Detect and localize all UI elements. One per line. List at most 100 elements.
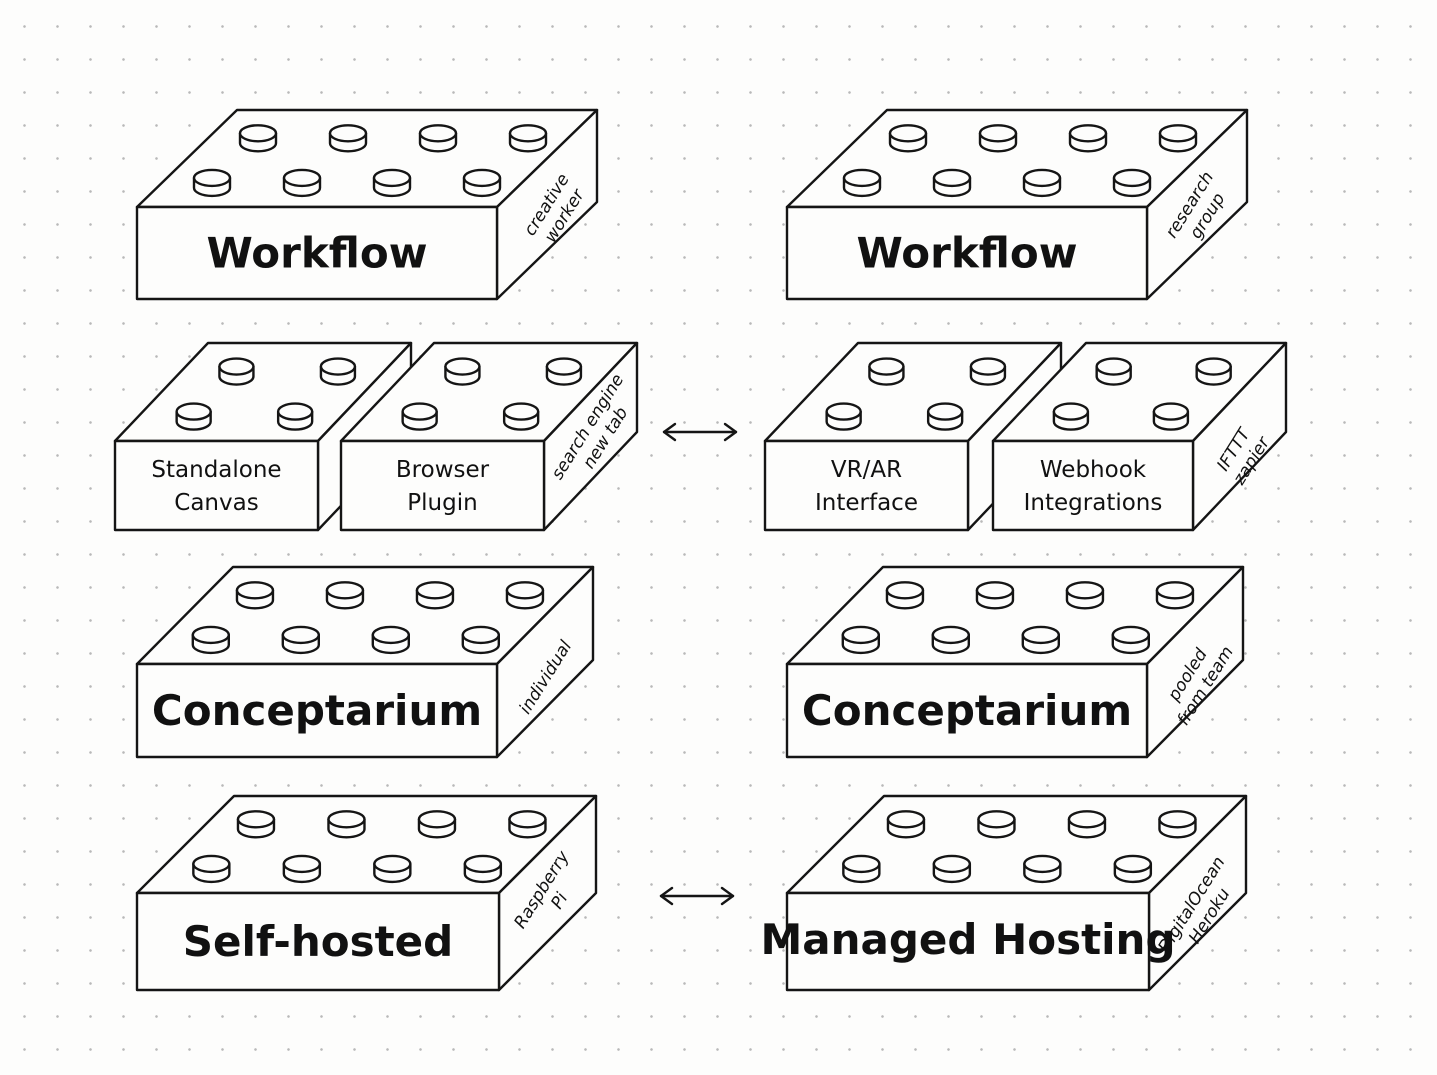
stud-top <box>1095 357 1132 376</box>
stud-top <box>545 357 583 376</box>
stud-top <box>932 854 972 874</box>
stud-top <box>371 625 410 645</box>
stud-top <box>1152 402 1190 421</box>
stud-top <box>1023 854 1062 874</box>
stud-top <box>218 357 255 376</box>
brick-studs <box>841 581 1195 655</box>
brick-studs <box>191 581 545 655</box>
stud-top <box>1112 168 1152 188</box>
brick-studs <box>1052 357 1232 431</box>
stud-top <box>969 357 1007 376</box>
stud-top <box>282 168 322 188</box>
brick-front-face <box>763 439 970 532</box>
stud-top <box>282 854 322 874</box>
arrow-head-left <box>662 422 677 442</box>
stud-top <box>415 581 455 600</box>
stud-top <box>1065 581 1105 600</box>
arrow-head-left <box>659 886 674 906</box>
brick-label: Interface <box>815 490 918 516</box>
stud-top <box>418 124 458 143</box>
stud-top <box>372 168 412 188</box>
stud-top <box>508 124 548 143</box>
brick-label: Browser <box>396 457 490 483</box>
stud-top <box>1158 810 1197 829</box>
stud-top <box>1052 402 1090 421</box>
stud-top <box>932 168 972 188</box>
stud-top <box>926 402 964 421</box>
stud-top <box>327 810 366 829</box>
brick-label: Conceptarium <box>802 686 1132 735</box>
stud-top <box>238 124 278 143</box>
stud-top <box>1022 168 1062 188</box>
brick-front-face <box>135 662 499 759</box>
stud-top <box>373 854 412 874</box>
stud-top <box>508 810 547 829</box>
brick-label: Integrations <box>1024 490 1163 516</box>
stud-top <box>319 357 357 376</box>
brick-label: Standalone <box>151 457 281 483</box>
brick-studs <box>842 124 1198 198</box>
stud-top <box>175 402 212 421</box>
stud-top <box>978 124 1018 143</box>
hosting-arrow <box>659 886 735 906</box>
brick-label: Canvas <box>174 490 258 516</box>
interface-arrow <box>662 422 738 442</box>
brick-front-face <box>135 205 499 301</box>
stud-top <box>502 402 540 421</box>
brick-label: Conceptarium <box>152 686 482 735</box>
brick-studs <box>401 357 583 431</box>
stud-top <box>461 625 500 645</box>
stud-top <box>463 854 503 874</box>
stud-top <box>444 357 481 376</box>
stud-top <box>1068 124 1108 143</box>
stud-top <box>1021 625 1061 645</box>
brick-studs <box>175 357 357 431</box>
stud-top <box>276 402 314 421</box>
stud-top <box>842 854 881 874</box>
brick-front-face <box>991 439 1195 532</box>
stud-top <box>325 581 365 600</box>
brick-front-face <box>785 891 1151 992</box>
stud-top <box>1113 854 1153 874</box>
brick-studs <box>842 810 1197 884</box>
stud-top <box>1195 357 1232 376</box>
stud-top <box>886 810 926 829</box>
stud-top <box>462 168 502 188</box>
stud-top <box>236 810 276 829</box>
stud-top <box>975 581 1015 600</box>
stud-top <box>281 625 320 645</box>
stud-top <box>1111 625 1151 645</box>
stud-top <box>1155 581 1195 600</box>
brick-label: Plugin <box>407 490 477 516</box>
brick-label: Workflow <box>856 229 1077 278</box>
brick-front-face <box>135 891 501 992</box>
stud-top <box>235 581 275 600</box>
brick-label: Managed Hosting <box>760 915 1175 964</box>
stud-top <box>841 625 880 645</box>
stud-top <box>192 168 232 188</box>
brick-studs <box>825 357 1007 431</box>
stud-top <box>191 625 231 645</box>
brick-front-face <box>113 439 320 532</box>
stud-top <box>505 581 545 600</box>
brick-label: Self-hosted <box>183 917 453 966</box>
stud-top <box>868 357 905 376</box>
brick-studs <box>192 810 547 884</box>
brick-studs <box>192 124 548 198</box>
stud-top <box>977 810 1016 829</box>
brick-front-face <box>339 439 546 532</box>
brick-label: VR/AR <box>831 457 902 483</box>
stud-top <box>885 581 925 600</box>
brick-label: Workflow <box>206 229 427 278</box>
stud-top <box>1067 810 1107 829</box>
stud-top <box>401 402 438 421</box>
stud-top <box>888 124 928 143</box>
